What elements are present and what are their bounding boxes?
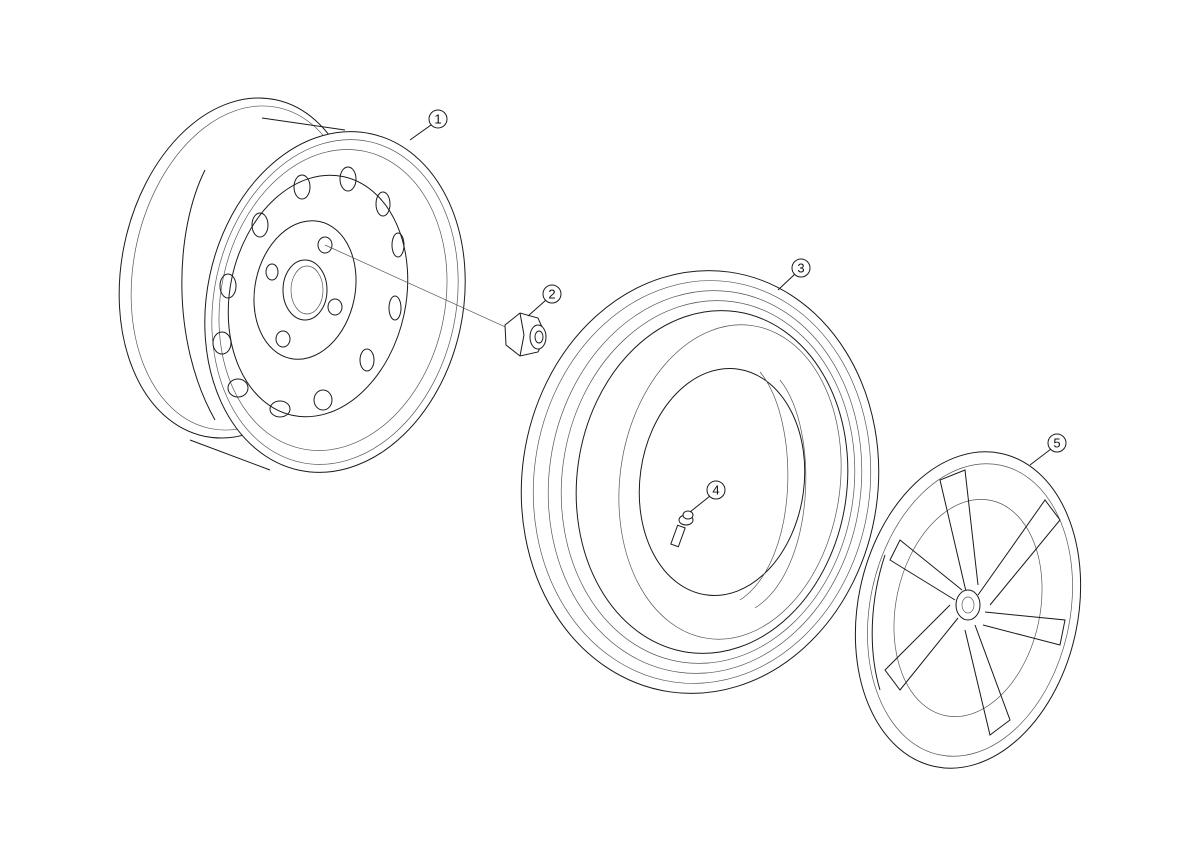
svg-text:1: 1 [434, 112, 441, 127]
tire [520, 270, 880, 694]
rim-vent-holes [212, 166, 405, 418]
wheel-rim [118, 97, 466, 473]
callout-1: 1 [409, 109, 448, 141]
cover-spokes [884, 469, 1066, 736]
svg-text:2: 2 [548, 287, 555, 302]
svg-text:5: 5 [1053, 436, 1060, 451]
callout-5: 5 [1029, 433, 1067, 466]
callout-3: 3 [777, 258, 811, 291]
svg-text:4: 4 [712, 483, 719, 498]
wheel-cover [854, 451, 1082, 769]
assembly-leader-line [324, 244, 513, 331]
valve-stem [670, 510, 694, 548]
svg-text:3: 3 [797, 261, 804, 276]
wheel-studs [265, 236, 343, 348]
callout-2: 2 [527, 284, 562, 317]
wheel-nut [504, 312, 547, 357]
callout-4: 4 [689, 480, 726, 513]
